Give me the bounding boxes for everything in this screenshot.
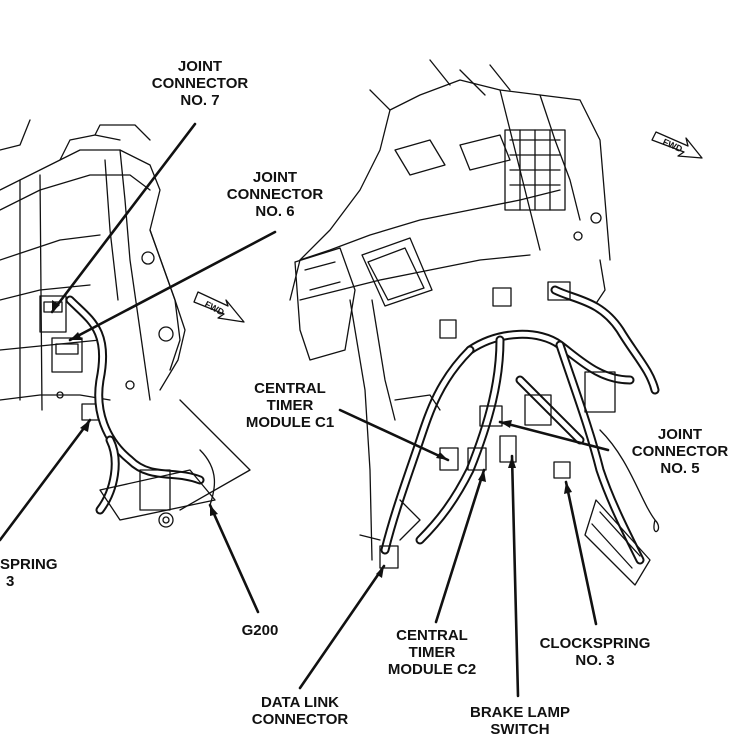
fwd-arrow-left: FWD — [193, 291, 245, 323]
fwd-arrow-right: FWD — [651, 131, 703, 159]
label-data-link-connector: DATA LINK CONNECTOR — [251, 694, 349, 728]
label-central-timer-module-c2: CENTRAL TIMER MODULE C2 — [387, 627, 477, 678]
label-central-timer-module-c1: CENTRAL TIMER MODULE C1 — [245, 380, 335, 431]
label-clockspring-right: CLOCKSPRING NO. 3 — [539, 635, 651, 669]
label-joint-connector-6: JOINT CONNECTOR NO. 6 — [226, 169, 324, 220]
label-brake-lamp-switch: BRAKE LAMP SWITCH — [470, 704, 570, 738]
label-joint-connector-5: JOINT CONNECTOR NO. 5 — [631, 426, 729, 477]
right-panel-assembly — [289, 59, 660, 586]
svg-text:FWD: FWD — [661, 137, 684, 155]
leader-lines — [0, 122, 610, 698]
label-clockspring-left: SPRING 3 — [0, 556, 58, 590]
label-g200: G200 — [241, 622, 279, 639]
label-joint-connector-7: JOINT CONNECTOR NO. 7 — [151, 58, 249, 109]
